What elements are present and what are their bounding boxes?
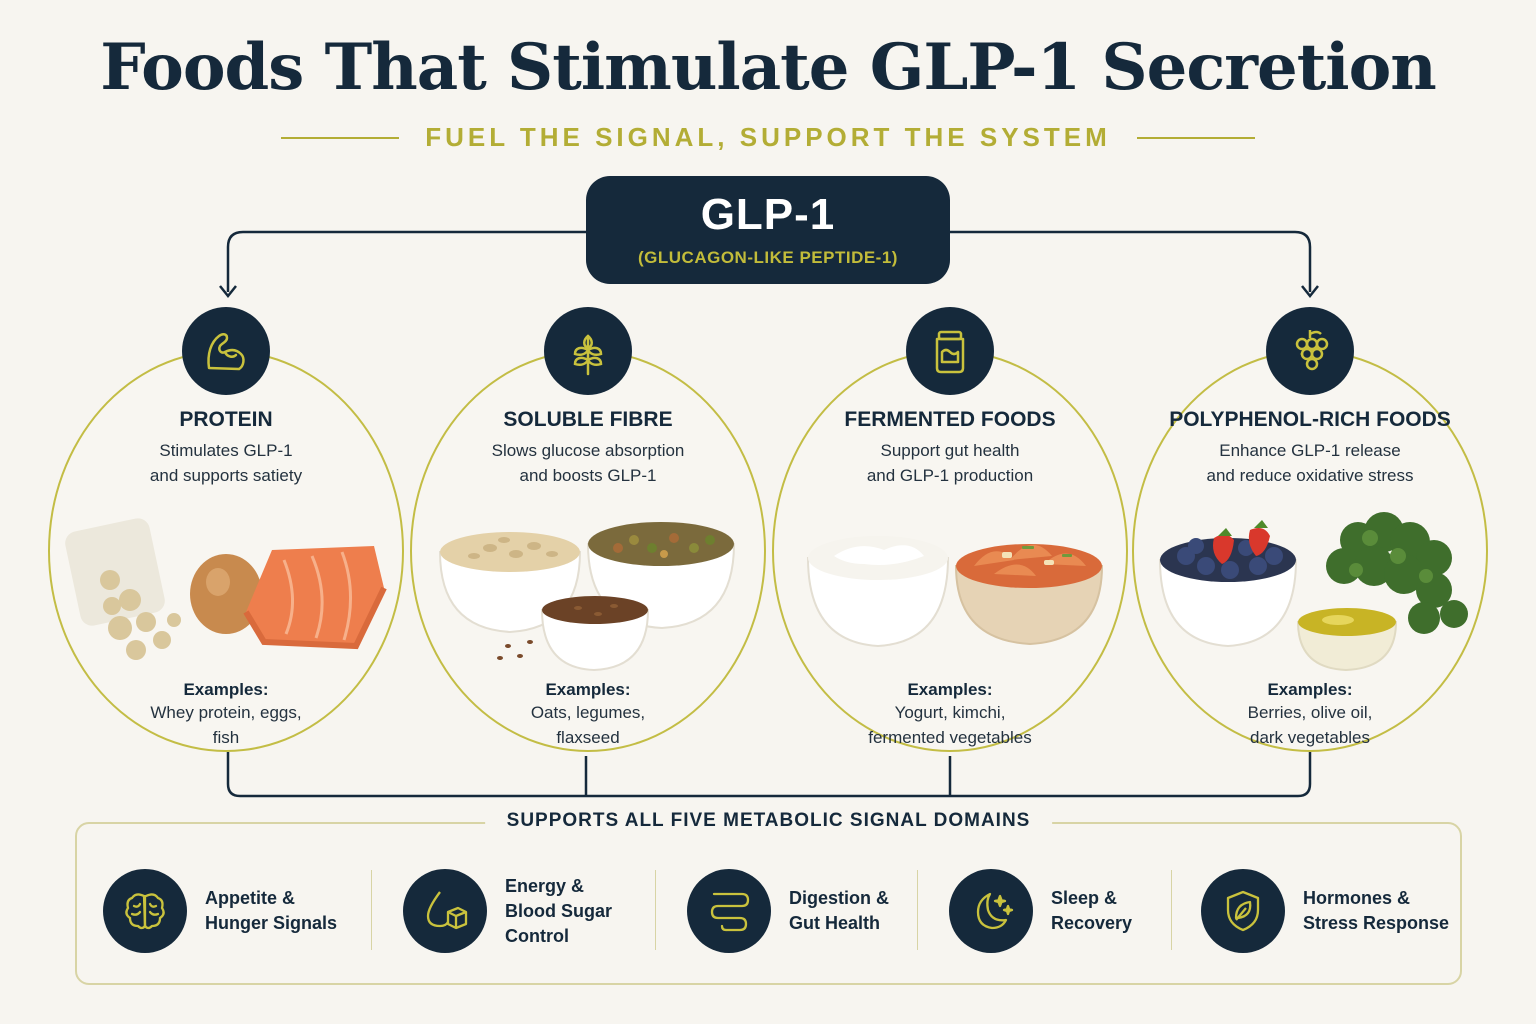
glp1-label: GLP-1 xyxy=(700,190,836,239)
page-title: Foods That Stimulate GLP-1 Secretion xyxy=(100,30,1437,105)
examples-label: Examples: xyxy=(545,680,631,699)
category-card-soluble-fibre: SOLUBLE FIBRE Slows glucose absorption a… xyxy=(410,307,766,752)
domain-label: Hormones & Stress Response xyxy=(1303,888,1450,933)
examples-text: Berries, olive oil, dark vegetables xyxy=(1247,703,1373,747)
category-description: Support gut health and GLP-1 production xyxy=(866,441,1034,485)
examples-text: Oats, legumes, flaxseed xyxy=(530,703,646,747)
domain-divider xyxy=(655,870,656,950)
subtitle-divider-right xyxy=(1136,136,1255,139)
examples-label: Examples: xyxy=(907,680,993,699)
domains-title: SUPPORTS ALL FIVE METABOLIC SIGNAL DOMAI… xyxy=(484,810,1053,832)
brain-icon xyxy=(103,869,187,953)
subtitle: FUEL THE SIGNAL, SUPPORT THE SYSTEM xyxy=(425,122,1111,152)
category-description: Slows glucose absorption and boosts GLP-… xyxy=(491,441,685,485)
connector-top-left xyxy=(226,230,586,292)
connector-top-right xyxy=(950,230,1312,292)
arrow-left xyxy=(219,285,237,299)
glp1-sublabel: (GLUCAGON-LIKE PEPTIDE-1) xyxy=(638,248,898,267)
metabolic-domains-panel: SUPPORTS ALL FIVE METABOLIC SIGNAL DOMAI… xyxy=(75,810,1462,985)
food-illustration-soluble-fibre xyxy=(412,510,764,676)
examples-label: Examples: xyxy=(183,680,269,699)
domain-label: Sleep & Recovery xyxy=(1051,888,1133,933)
wheat-icon xyxy=(544,307,632,395)
domain-label: Appetite & Hunger Signals xyxy=(205,888,338,933)
connector-bottom xyxy=(226,752,1312,798)
jar-icon xyxy=(906,307,994,395)
arrow-right xyxy=(1301,285,1319,299)
category-title: PROTEIN xyxy=(179,408,273,431)
domain-appetite: Appetite & Hunger Signals xyxy=(103,868,337,954)
domain-label: Energy & Blood Sugar Control xyxy=(505,875,612,946)
food-illustration-polyphenol-rich-foods xyxy=(1134,510,1486,676)
intestine-icon xyxy=(687,869,771,953)
domain-sleep: Sleep & Recovery xyxy=(949,868,1132,954)
flexed-arm-icon xyxy=(182,307,270,395)
moon-stars-icon xyxy=(949,869,1033,953)
shield-leaf-icon xyxy=(1201,869,1285,953)
drop-cube-icon xyxy=(403,869,487,953)
category-card-polyphenol-rich-foods: POLYPHENOL-RICH FOODS Enhance GLP-1 rele… xyxy=(1132,307,1488,752)
domain-divider xyxy=(917,870,918,950)
food-illustration-fermented-foods xyxy=(774,510,1126,676)
domain-digestion: Digestion & Gut Health xyxy=(687,868,889,954)
domain-label: Digestion & Gut Health xyxy=(789,888,890,933)
examples-text: Yogurt, kimchi, fermented vegetables xyxy=(868,703,1032,747)
category-title: POLYPHENOL-RICH FOODS xyxy=(1169,408,1451,431)
grapes-icon xyxy=(1266,307,1354,395)
category-description: Enhance GLP-1 release and reduce oxidati… xyxy=(1206,441,1414,485)
examples-text: Whey protein, eggs, fish xyxy=(150,703,302,747)
category-card-fermented-foods: FERMENTED FOODS Support gut health and G… xyxy=(772,307,1128,752)
domain-hormones: Hormones & Stress Response xyxy=(1201,868,1449,954)
examples-label: Examples: xyxy=(1267,680,1353,699)
category-card-protein: PROTEIN Stimulates GLP-1 and supports sa… xyxy=(48,307,404,752)
domain-energy: Energy & Blood Sugar Control xyxy=(403,868,612,954)
subtitle-row: FUEL THE SIGNAL, SUPPORT THE SYSTEM xyxy=(0,122,1536,153)
subtitle-divider-left xyxy=(281,136,400,139)
category-title: SOLUBLE FIBRE xyxy=(503,408,673,431)
category-description: Stimulates GLP-1 and supports satiety xyxy=(149,441,303,485)
category-title: FERMENTED FOODS xyxy=(844,408,1056,431)
food-illustration-protein xyxy=(50,510,402,676)
domain-divider xyxy=(371,870,372,950)
domain-divider xyxy=(1171,870,1172,950)
glp1-center-box: GLP-1 (GLUCAGON-LIKE PEPTIDE-1) xyxy=(586,176,950,284)
